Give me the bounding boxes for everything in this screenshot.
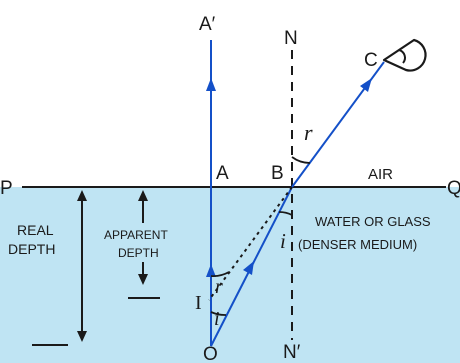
- label-r-bottom: r: [215, 276, 223, 298]
- label-p: P: [0, 178, 13, 199]
- label-i-bottom: i: [214, 308, 220, 330]
- label-a: A: [216, 163, 229, 184]
- eye-icon: [384, 40, 426, 71]
- label-apparent-depth-line1: APPARENT: [104, 228, 168, 242]
- label-r-top: r: [304, 120, 313, 145]
- label-q: Q: [447, 178, 460, 199]
- label-medium-line2: (DENSER MEDIUM): [298, 237, 417, 252]
- label-i-right: i: [280, 229, 286, 253]
- angle-arc-r-top: [292, 157, 310, 163]
- label-real-depth-line1: REAL: [17, 222, 54, 238]
- label-a-prime: A′: [199, 14, 216, 35]
- label-apparent-depth-line2: DEPTH: [118, 246, 159, 260]
- vertical-ray-arrow-top: [206, 78, 216, 91]
- label-o: O: [203, 344, 218, 363]
- label-real-depth-line2: DEPTH: [8, 241, 55, 257]
- refracted-ray-arrow: [360, 78, 372, 92]
- label-air: AIR: [368, 166, 393, 183]
- label-n-prime: N′: [283, 342, 301, 363]
- label-image-i: I: [195, 292, 202, 314]
- label-c: C: [364, 50, 378, 71]
- label-medium-line1: WATER OR GLASS: [315, 214, 431, 229]
- label-b: B: [271, 163, 284, 184]
- label-n: N: [284, 28, 298, 49]
